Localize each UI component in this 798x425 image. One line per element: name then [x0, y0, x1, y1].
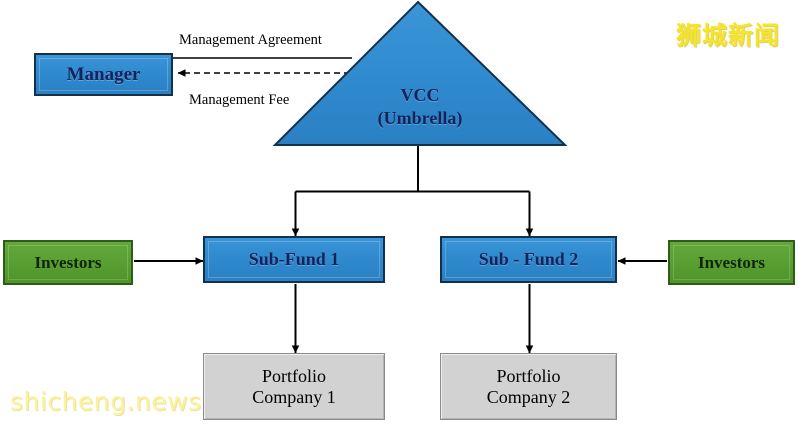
- vcc-label-line1: VCC: [400, 85, 440, 105]
- node-investors-left[interactable]: Investors: [3, 240, 133, 285]
- node-investors-right[interactable]: Investors: [668, 240, 795, 285]
- node-investors-right-label: Investors: [697, 252, 766, 272]
- node-sub-fund-2[interactable]: Sub - Fund 2: [440, 236, 617, 283]
- node-portfolio-company-1-line1: Portfolio: [261, 366, 326, 387]
- node-sub-fund-1[interactable]: Sub-Fund 1: [203, 236, 385, 283]
- node-portfolio-company-1[interactable]: Portfolio Company 1: [203, 353, 385, 420]
- node-portfolio-company-2[interactable]: Portfolio Company 2: [440, 353, 617, 420]
- node-portfolio-company-1-line2: Company 1: [252, 386, 336, 407]
- node-manager-label: Manager: [66, 63, 141, 85]
- node-portfolio-company-2-line2: Company 2: [486, 386, 571, 407]
- vcc-label-line2: (Umbrella): [377, 107, 463, 128]
- node-sub-fund-2-label: Sub - Fund 2: [478, 249, 579, 270]
- watermark-bottom-left: shicheng.news: [10, 387, 202, 416]
- edge-label-management-agreement: Management Agreement: [179, 32, 322, 48]
- node-vcc-umbrella[interactable]: VCC (Umbrella): [272, 0, 568, 148]
- node-vcc-label: VCC (Umbrella): [272, 84, 568, 129]
- edge-label-management-fee: Management Fee: [189, 92, 290, 108]
- node-portfolio-company-2-line1: Portfolio: [496, 366, 561, 387]
- watermark-top-right: 狮城新闻: [675, 21, 780, 50]
- node-manager[interactable]: Manager: [34, 53, 173, 96]
- node-investors-left-label: Investors: [34, 252, 102, 272]
- node-sub-fund-1-label: Sub-Fund 1: [248, 249, 340, 270]
- triangle-shape: [272, 0, 568, 146]
